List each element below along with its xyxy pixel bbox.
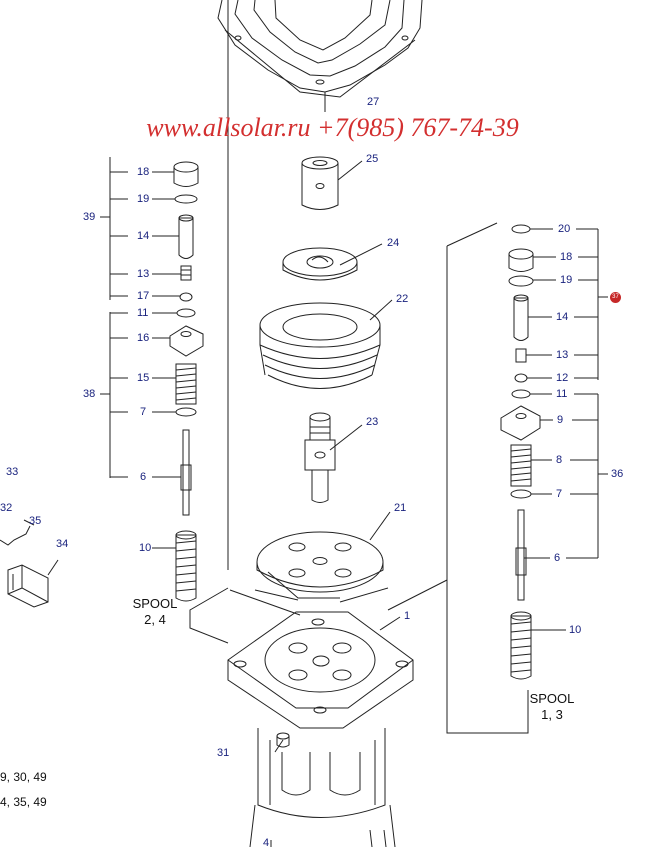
- callout-35: 35: [29, 515, 42, 527]
- plate-part-21: [256, 531, 384, 593]
- callout-right-9: 9: [557, 414, 564, 426]
- callout-27: 27: [367, 96, 380, 108]
- callout-left-17: 17: [137, 290, 150, 302]
- callout-left-39: 39: [83, 211, 96, 223]
- callout-right-13: 13: [556, 349, 569, 361]
- watermark-text: www.allsolar.ru +7(985) 767-74-39: [146, 113, 519, 142]
- callout-left-14: 14: [137, 230, 150, 242]
- callout-left-18: 18: [137, 166, 150, 178]
- callout-24: 24: [387, 237, 400, 249]
- plate-part-24: [282, 247, 358, 281]
- callout-right-11: 11: [556, 388, 568, 400]
- callout-31: 31: [217, 747, 230, 759]
- callout-25: 25: [366, 153, 379, 165]
- left-spool-assembly: [169, 161, 204, 602]
- callout-right-20: 20: [558, 223, 571, 235]
- callout-right-12: 12: [556, 372, 569, 384]
- ring-part-22: [259, 302, 381, 389]
- note-line-2: 4, 35, 49: [0, 795, 47, 809]
- callout-right-10: 10: [569, 624, 582, 636]
- spool-right-line1: SPOOL: [529, 691, 575, 706]
- callout-4: 4: [263, 837, 270, 849]
- callout-right-14: 14: [556, 311, 569, 323]
- callout-right-36: 36: [611, 468, 624, 480]
- callout-21: 21: [394, 502, 407, 514]
- callout-left-16: 16: [137, 332, 150, 344]
- callout-right-37-badge: 37: [610, 292, 621, 303]
- callout-left-15: 15: [137, 372, 150, 384]
- callout-left-13: 13: [137, 268, 150, 280]
- spool-right-line2: 1, 3: [541, 707, 563, 723]
- spool-left-line2: 2, 4: [144, 612, 166, 628]
- callout-22: 22: [396, 293, 409, 305]
- callout-33: 33: [6, 466, 19, 478]
- callout-left-7: 7: [140, 406, 147, 418]
- callout-left-10: 10: [139, 542, 152, 554]
- callout-23: 23: [366, 416, 379, 428]
- callout-left-6: 6: [140, 471, 147, 483]
- spool-right-label: SPOOL 1, 3: [523, 691, 581, 724]
- spool-left-line1: SPOOL: [132, 596, 178, 611]
- callout-right-19: 19: [560, 274, 573, 286]
- callout-right-7: 7: [556, 488, 563, 500]
- callout-left-19: 19: [137, 193, 150, 205]
- callout-32: 32: [0, 502, 13, 514]
- sleeve-part-25: [301, 156, 339, 210]
- callout-right-8: 8: [556, 454, 563, 466]
- connector-part-34: [0, 519, 59, 608]
- callout-right-18: 18: [560, 251, 573, 263]
- valve-body-part-1: [227, 611, 414, 847]
- callout-34: 34: [56, 538, 69, 550]
- spool-left-label: SPOOL 2, 4: [126, 596, 184, 629]
- right-spool-assembly: [500, 224, 541, 680]
- callout-right-6: 6: [554, 552, 561, 564]
- note-line-1: 9, 30, 49: [0, 770, 47, 784]
- rubber-boot-part-27: [217, 0, 423, 98]
- callout-1: 1: [404, 610, 411, 622]
- callout-left-11: 11: [137, 307, 149, 319]
- pusher-part-23: [304, 412, 336, 503]
- callout-left-38: 38: [83, 388, 96, 400]
